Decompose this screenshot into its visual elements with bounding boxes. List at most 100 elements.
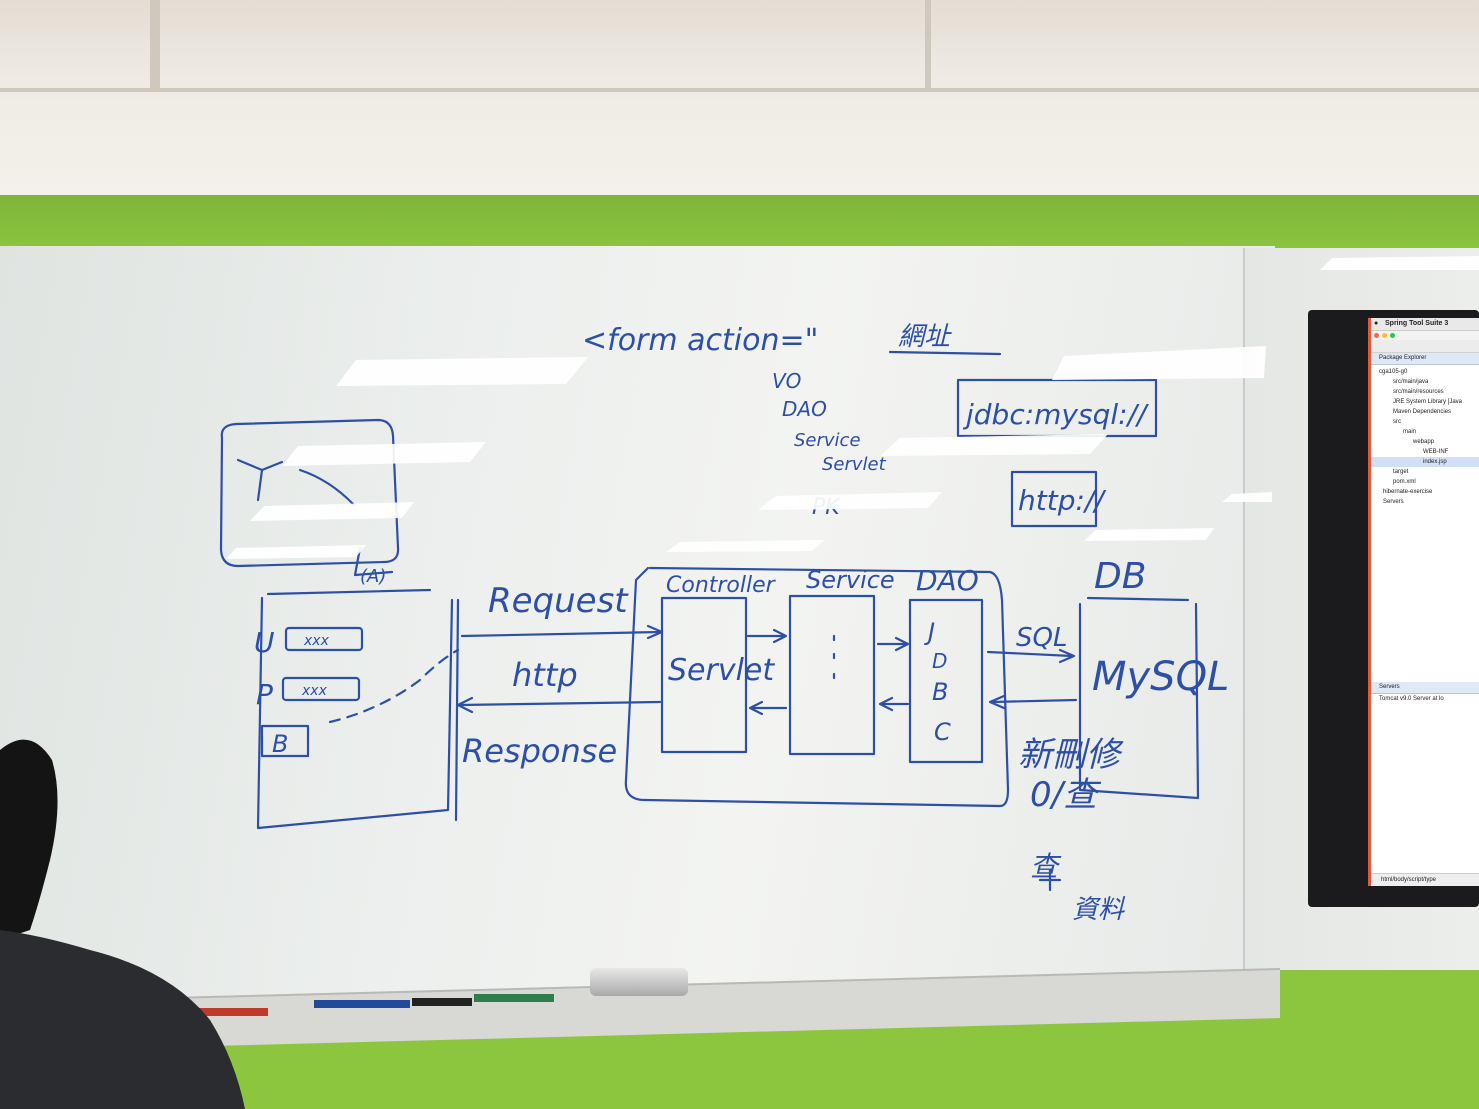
light-glare — [336, 357, 588, 386]
backend-box — [624, 566, 1010, 808]
db-return-arrow — [988, 694, 1078, 710]
wall-shade — [0, 195, 1479, 255]
layer-servlet: Servlet — [822, 454, 887, 475]
ceiling — [0, 0, 1479, 200]
tree-item[interactable]: Maven Dependencies — [1393, 409, 1452, 415]
window-controls — [1371, 331, 1479, 340]
db-box — [1078, 596, 1200, 800]
dao-label: DAO — [916, 564, 979, 597]
browser-edge — [454, 598, 460, 822]
apple-icon: ● — [1374, 320, 1379, 327]
query-mark — [1038, 868, 1062, 892]
form-u-label: U — [254, 626, 275, 659]
light-glare — [250, 502, 414, 521]
red-marker — [188, 1008, 268, 1016]
ide-app-title: Spring Tool Suite 3 — [1385, 320, 1449, 327]
mysql-label: MySQL — [1092, 654, 1229, 700]
close-window-icon[interactable] — [1374, 333, 1379, 338]
sql-arrow — [986, 648, 1076, 664]
tree-item[interactable]: src — [1393, 419, 1401, 425]
tree-item[interactable]: pom.xml — [1393, 479, 1416, 485]
ceiling-grid-line — [0, 88, 1479, 92]
http-url-text: http:// — [1018, 484, 1106, 517]
light-glare — [880, 434, 1108, 456]
form-field-1-text: xxx — [303, 633, 330, 649]
tree-item[interactable]: target — [1393, 469, 1409, 475]
dao-to-service-arrow — [878, 696, 910, 712]
service-box — [788, 594, 876, 756]
servlet-to-service-arrow — [746, 628, 788, 644]
http-box — [1010, 470, 1098, 528]
server-item[interactable]: Tomcat v9.0 Server at lo — [1379, 696, 1444, 702]
db-label: DB — [1094, 556, 1146, 597]
person-head — [0, 739, 58, 940]
ide-screen: ● Spring Tool Suite 3 Package Explorer c… — [1368, 318, 1479, 886]
light-glare — [1052, 346, 1266, 380]
light-glare — [758, 492, 942, 510]
crud-label-2: 0/查 — [1030, 775, 1102, 815]
tree-item[interactable]: webapp — [1413, 439, 1435, 445]
dao-box — [908, 598, 984, 764]
ceiling-grid-line — [925, 0, 931, 90]
form-action-text: <form action=" — [582, 323, 818, 358]
light-glare — [1084, 528, 1214, 541]
data-label: 資料 — [1072, 895, 1126, 925]
servers-tab-label: Servers — [1379, 684, 1400, 690]
tab-package-explorer[interactable]: Package Explorer — [1371, 353, 1479, 365]
tree-item[interactable]: WEB-INF — [1423, 449, 1449, 455]
ide-toolbar — [1371, 340, 1479, 353]
tree-item-selected[interactable]: index.jsp — [1371, 457, 1479, 467]
form-button — [260, 724, 310, 758]
tree-item[interactable]: hibernate-exercise — [1383, 489, 1433, 495]
form-b-label: B — [272, 730, 288, 758]
jdbc-letter-c: C — [934, 718, 951, 746]
light-glare — [226, 545, 366, 559]
crud-label: 新刪修 — [1018, 735, 1124, 775]
response-label: Response — [462, 732, 617, 770]
light-glare — [1222, 492, 1272, 502]
tree-item[interactable]: src/main/resources — [1393, 389, 1444, 395]
servers-panel: Servers Tomcat v9.0 Server at lo — [1371, 682, 1479, 704]
person-shoulder — [0, 930, 245, 1109]
response-arrow — [456, 696, 662, 714]
person-silhouette — [0, 739, 245, 1109]
ide-titlebar: ● Spring Tool Suite 3 — [1371, 318, 1479, 331]
green-marker — [474, 994, 554, 1002]
tree-item[interactable]: main — [1403, 429, 1417, 435]
light-glare — [282, 442, 486, 466]
form-field-2 — [281, 676, 361, 702]
light-glare — [666, 540, 824, 552]
layer-dao: DAO — [782, 397, 827, 421]
maximize-window-icon[interactable] — [1390, 333, 1395, 338]
light-glare — [1320, 256, 1479, 270]
jdbc-letter-b: B — [932, 678, 948, 706]
whiteboard-eraser — [590, 968, 688, 996]
package-explorer-label: Package Explorer — [1379, 355, 1427, 361]
form-url-text: 網址 — [898, 322, 952, 352]
form-field-1 — [284, 626, 364, 652]
servlet-box — [660, 596, 748, 754]
sql-label: SQL — [1016, 623, 1067, 653]
minimize-window-icon[interactable] — [1382, 333, 1387, 338]
tree-item[interactable]: JRE System Library [Java — [1393, 399, 1463, 405]
phone-sketch-scribble — [236, 458, 356, 507]
tab-servers[interactable]: Servers — [1371, 682, 1479, 694]
jdbc-url-text: jdbc:mysql:// — [962, 398, 1149, 431]
service-to-servlet-arrow — [748, 700, 788, 716]
tree-item[interactable]: cga105-g0 — [1379, 369, 1408, 375]
status-bar: html/body/script/type — [1371, 873, 1479, 886]
form-p-label: P — [256, 678, 273, 711]
browser-box — [256, 588, 454, 830]
jdbc-letter-j: J — [924, 618, 935, 646]
status-bar-text: html/body/script/type — [1381, 877, 1437, 883]
package-tree: cga105-g0 src/main/java src/main/resourc… — [1371, 365, 1479, 507]
tree-item[interactable]: src/main/java — [1393, 379, 1429, 385]
service-label: Service — [806, 566, 895, 594]
tree-item[interactable]: Servers — [1383, 499, 1404, 505]
browser-label: (A) — [360, 566, 386, 587]
blue-marker — [314, 1000, 410, 1008]
controller-label: Controller — [666, 573, 777, 598]
query-label: 查 — [1030, 850, 1062, 883]
